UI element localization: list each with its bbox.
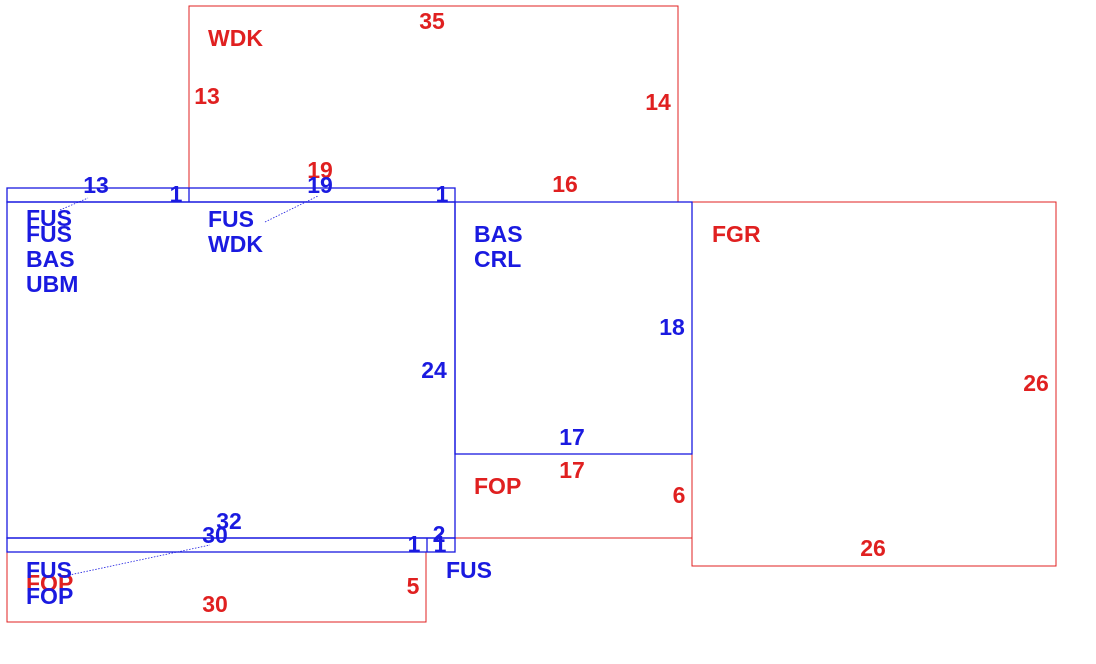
strip-top-outline <box>6 187 456 203</box>
label-bottom-strip-one: 1 <box>408 531 421 557</box>
leader-line-top <box>264 195 319 223</box>
label-bottom-strip-two: 2 <box>433 521 446 547</box>
label-strip-one-a: 1 <box>170 181 183 207</box>
label-strip-top-mid: 19 <box>307 172 333 198</box>
label-main-bottom-32: 32 <box>216 508 242 534</box>
label-fop-bottom-height: 5 <box>407 573 420 599</box>
label-main-tl-4: UBM <box>26 271 78 297</box>
label-fgr-right: 26 <box>1023 370 1049 396</box>
leader-line-top-left <box>59 197 89 211</box>
label-fus-right: FUS <box>446 557 492 583</box>
label-strip-one-b: 1 <box>436 181 449 207</box>
room-fgr-outline <box>691 201 1057 567</box>
label-main-bottom-30: 30 <box>202 522 228 548</box>
label-fop-middle-top: 17 <box>559 457 585 483</box>
label-bas-2: CRL <box>474 246 521 272</box>
label-main-right: 24 <box>421 357 447 383</box>
label-strip-top-left: 13 <box>83 172 109 198</box>
label-bas-right: 18 <box>659 314 685 340</box>
label-wdk-top: 35 <box>419 8 445 34</box>
strip-bottom-outline <box>6 537 456 553</box>
label-main-tl-3: BAS <box>26 246 75 272</box>
label-main-mid-1: FUS <box>208 206 254 232</box>
label-main-tl-2: FUS <box>26 221 72 247</box>
label-fop-bottom-width: 30 <box>202 591 228 617</box>
label-fop-middle-right: 6 <box>673 482 686 508</box>
label-bottom-strip-one-b: 1 <box>434 531 447 557</box>
label-wdk-right: 14 <box>645 89 671 115</box>
label-bottom-left-fop: FOP <box>26 583 73 609</box>
label-wdk-inner: 19 <box>307 157 333 183</box>
label-wdk-left: 13 <box>194 83 220 109</box>
label-fop-middle-title: FOP <box>474 473 521 499</box>
label-main-tl-1: FUS <box>26 205 72 231</box>
label-wdk-title: WDK <box>208 25 263 51</box>
label-fop-bottom-title: FOP <box>26 570 73 596</box>
label-bas-1: BAS <box>474 221 523 247</box>
label-fgr-bottom: 26 <box>860 535 886 561</box>
label-main-mid-2: WDK <box>208 231 263 257</box>
room-bas-crl-outline <box>454 201 693 455</box>
label-bas-bottom: 17 <box>559 424 585 450</box>
label-fgr-title: FGR <box>712 221 761 247</box>
leader-line-bottom <box>59 544 211 578</box>
label-bottom-left-fus: FUS <box>26 557 72 583</box>
label-wdk-bottom: 16 <box>552 171 578 197</box>
